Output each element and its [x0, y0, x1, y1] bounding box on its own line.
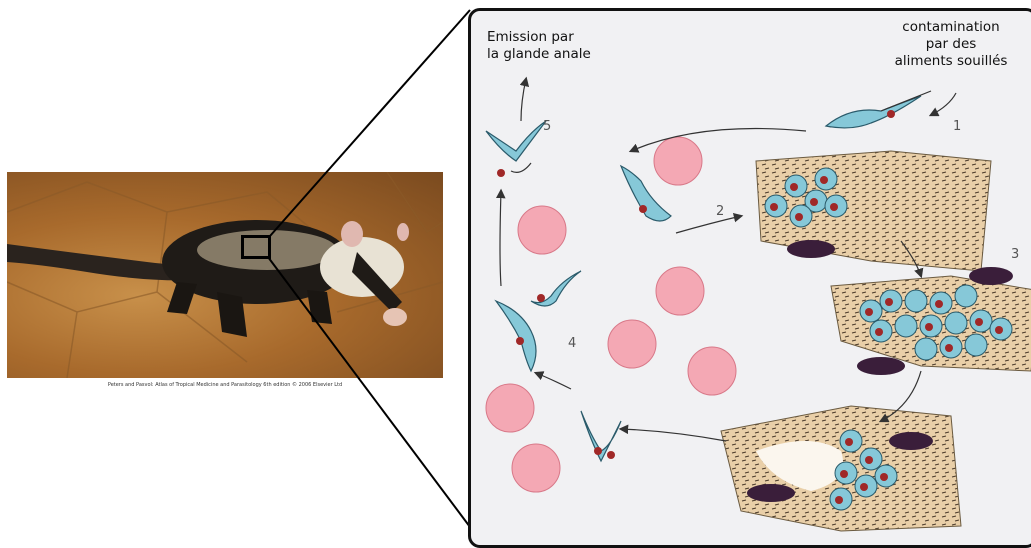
red-blood-cell	[608, 320, 656, 368]
label-contamination-line2: par des	[876, 36, 1026, 53]
red-blood-cell	[518, 206, 566, 254]
zoom-box	[241, 235, 271, 259]
red-blood-cell	[656, 267, 704, 315]
step-number-1: 1	[953, 119, 961, 134]
label-contamination-line1: contamination	[876, 19, 1026, 36]
life-cycle-diagram: Emission par la glande anale contaminati…	[468, 8, 1031, 548]
step-number-4: 4	[568, 336, 576, 351]
label-contamination-line3: aliments souillés	[876, 53, 1026, 70]
label-emission-line2: la glande anale	[487, 46, 591, 63]
opossum-photo	[7, 172, 443, 378]
label-contamination: contamination par des aliments souillés	[876, 19, 1026, 70]
red-blood-cell	[688, 347, 736, 395]
step-number-2: 2	[716, 204, 724, 219]
red-blood-cell	[512, 444, 560, 492]
step-number-3: 3	[1011, 247, 1019, 262]
photo-caption: Peters and Pasvol: Atlas of Tropical Med…	[7, 382, 443, 388]
red-blood-cell	[486, 384, 534, 432]
red-blood-cell	[654, 137, 702, 185]
label-emission-line1: Emission par	[487, 29, 591, 46]
step-number-5: 5	[543, 119, 551, 134]
label-emission: Emission par la glande anale	[487, 29, 591, 63]
